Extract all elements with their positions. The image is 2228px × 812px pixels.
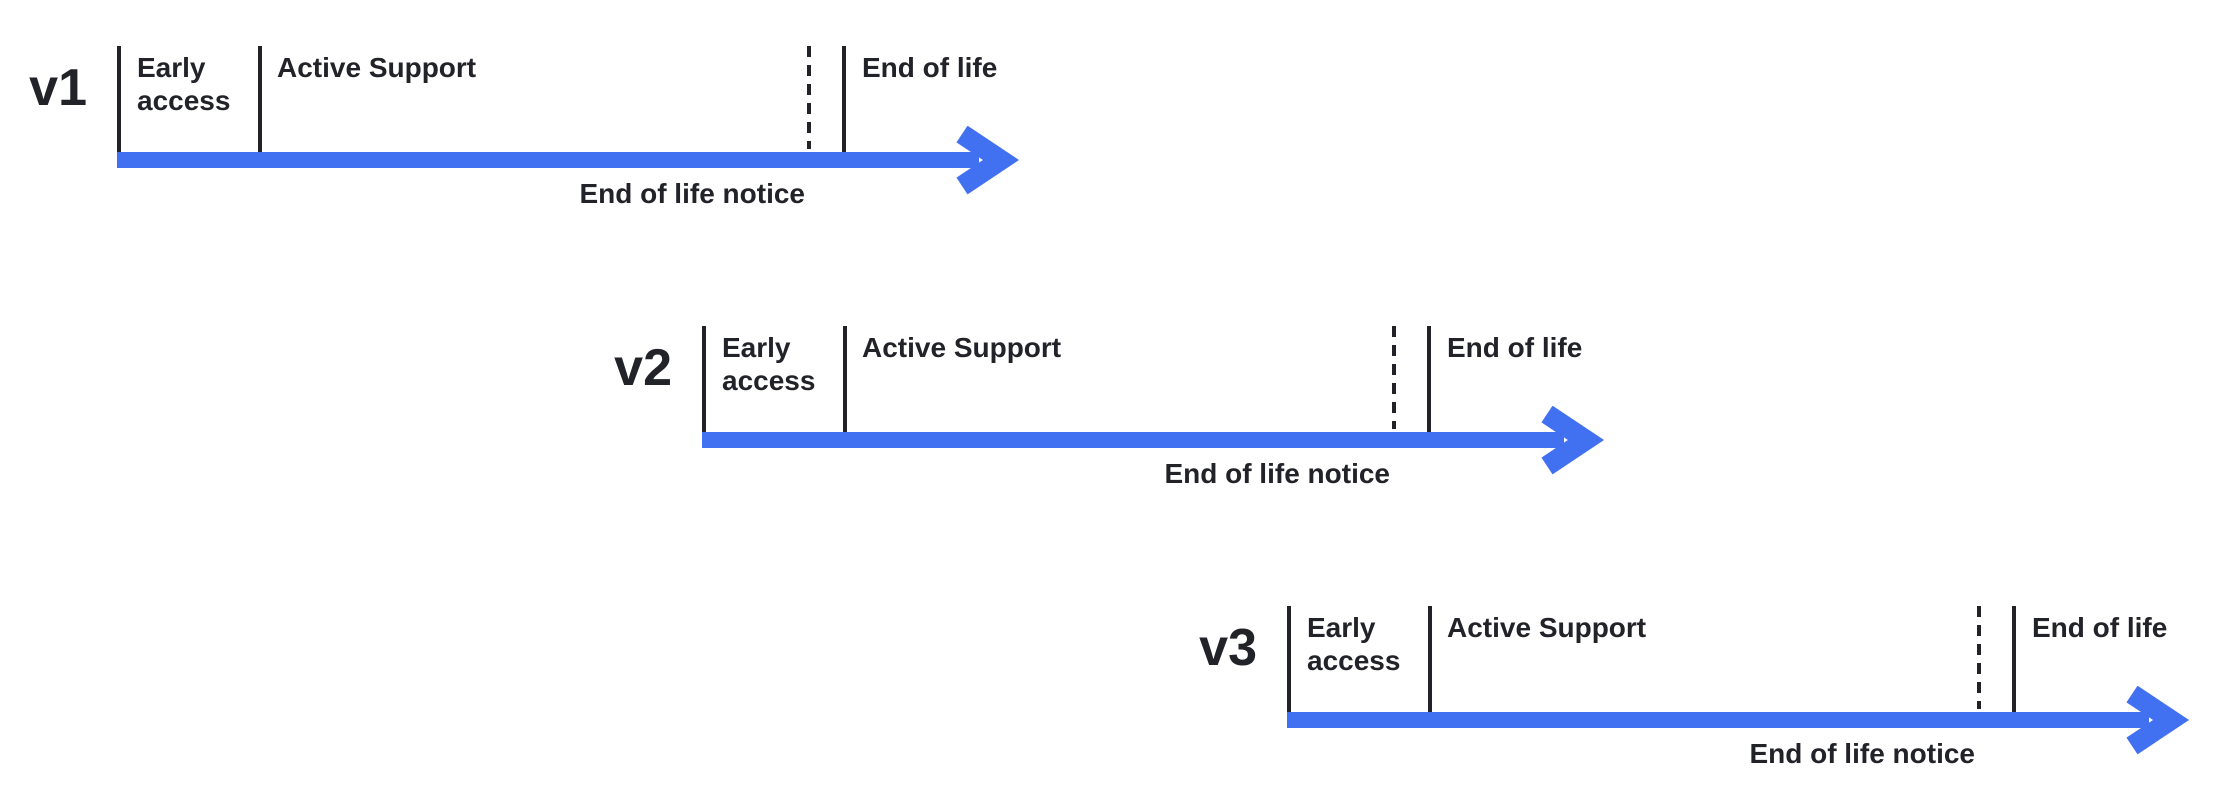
- version-label: v3: [1199, 619, 1257, 677]
- timeline-row-v2: v2 Early access Active Support End of li…: [614, 326, 1617, 504]
- active-support-label: Active Support: [1447, 612, 1647, 643]
- end-of-life-label: End of life: [862, 52, 998, 83]
- timeline-arrow-icon: [1287, 686, 2190, 755]
- timeline-arrow-icon: [702, 406, 1605, 475]
- active-support-label: Active Support: [862, 332, 1062, 363]
- timeline-arrow-icon: [117, 126, 1020, 195]
- early-access-label: Early access: [137, 52, 231, 116]
- active-support-label: Active Support: [277, 52, 477, 83]
- early-access-label: Early access: [722, 332, 816, 396]
- active-support-tick: [258, 46, 262, 152]
- end-of-life-label: End of life: [2032, 612, 2168, 643]
- active-support-tick: [843, 326, 847, 432]
- early-access-tick: [702, 326, 706, 432]
- early-access-tick: [117, 46, 121, 152]
- end-of-life-tick: [842, 46, 846, 152]
- end-of-life-tick: [2012, 606, 2016, 712]
- early-access-tick: [1287, 606, 1291, 712]
- active-support-tick: [1428, 606, 1432, 712]
- end-of-life-notice-label: End of life notice: [1164, 458, 1390, 489]
- version-label: v1: [29, 59, 87, 117]
- eol-notice-dashed-line: [1392, 326, 1396, 429]
- version-label: v2: [614, 339, 672, 397]
- eol-notice-dashed-line: [807, 46, 811, 149]
- early-access-label: Early access: [1307, 612, 1401, 676]
- timeline-row-v1: v1 Early access Active Support End of li…: [29, 46, 1032, 224]
- end-of-life-notice-label: End of life notice: [1749, 738, 1975, 769]
- timeline-row-v3: v3 Early access Active Support End of li…: [1199, 606, 2202, 784]
- end-of-life-label: End of life: [1447, 332, 1583, 363]
- eol-notice-dashed-line: [1977, 606, 1981, 709]
- end-of-life-tick: [1427, 326, 1431, 432]
- end-of-life-notice-label: End of life notice: [579, 178, 805, 209]
